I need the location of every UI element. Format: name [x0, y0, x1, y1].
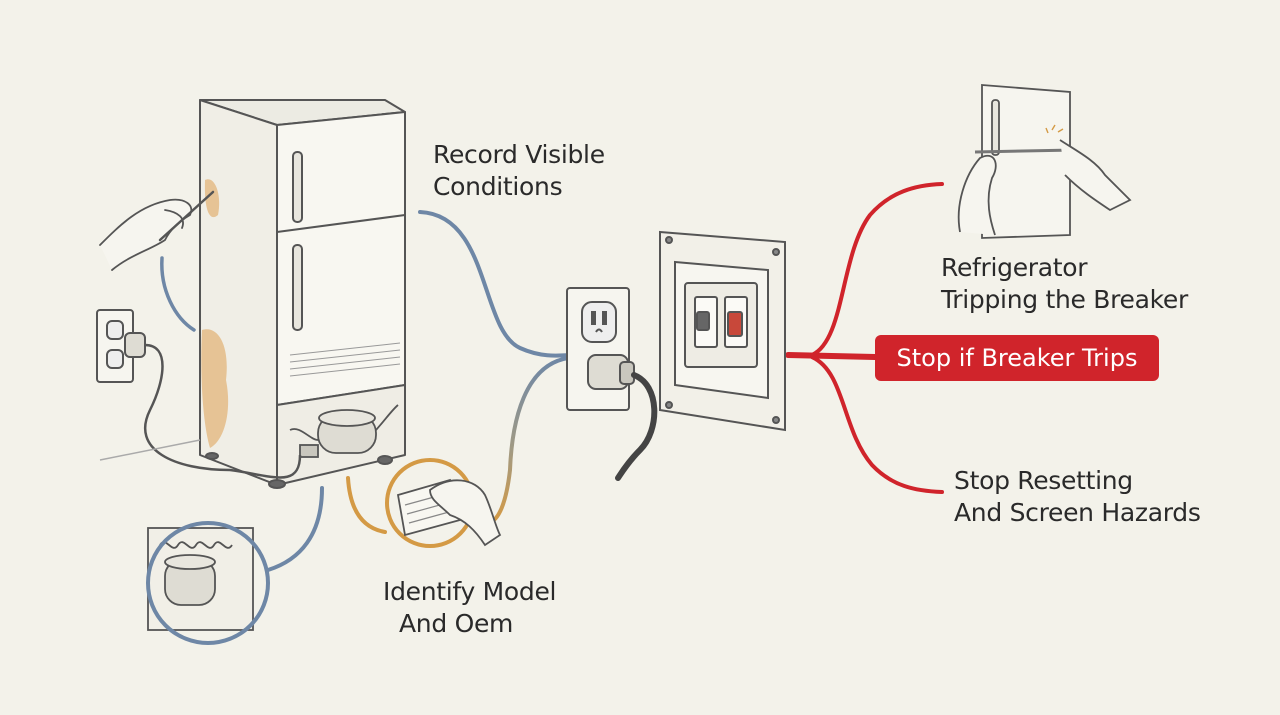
power-cord-center	[615, 372, 658, 481]
label-tripping-line2: Tripping the Breaker	[941, 285, 1188, 314]
rust-patches	[201, 179, 229, 448]
label-refrigerator-tripping: Refrigerator Tripping the Breaker	[941, 252, 1188, 316]
label-screen-line2: And Screen Hazards	[954, 498, 1201, 527]
mid-path-outlet	[488, 356, 570, 524]
orange-path-identify	[346, 476, 387, 534]
blue-path-record	[418, 210, 572, 358]
compressor-detail-ring	[146, 521, 270, 645]
breaker-panel-icon	[659, 230, 786, 432]
label-identify-model: Identify Model And Oem	[383, 576, 556, 640]
floor-line	[99, 439, 201, 461]
label-screen-line1: Stop Resetting	[954, 466, 1133, 495]
blue-path-fridge-left	[160, 256, 196, 332]
red-path-upper	[810, 182, 944, 357]
power-cord-left	[143, 343, 302, 479]
label-tripping-line1: Refrigerator	[941, 253, 1088, 282]
label-identify-line2: And Oem	[399, 609, 514, 638]
red-path-main	[785, 352, 878, 360]
label-record-line1: Record Visible	[433, 140, 605, 169]
compressor-icon	[289, 404, 399, 458]
wall-outlet-icon	[96, 309, 146, 383]
center-outlet-icon	[566, 287, 635, 411]
connector-paths	[160, 182, 944, 572]
hand-pen-icon	[99, 190, 215, 271]
label-stop-resetting: Stop Resetting And Screen Hazards	[954, 465, 1201, 529]
nameplate-hand-icon	[396, 478, 502, 547]
red-path-lower	[810, 355, 944, 494]
label-record-line2: Conditions	[433, 172, 563, 201]
stop-if-breaker-trips-callout: Stop if Breaker Trips	[875, 335, 1159, 381]
door-test-icon	[957, 84, 1132, 239]
label-identify-line1: Identify Model	[383, 577, 557, 606]
label-record-visible-conditions: Record Visible Conditions	[433, 139, 605, 203]
blue-path-compressor	[266, 486, 324, 572]
